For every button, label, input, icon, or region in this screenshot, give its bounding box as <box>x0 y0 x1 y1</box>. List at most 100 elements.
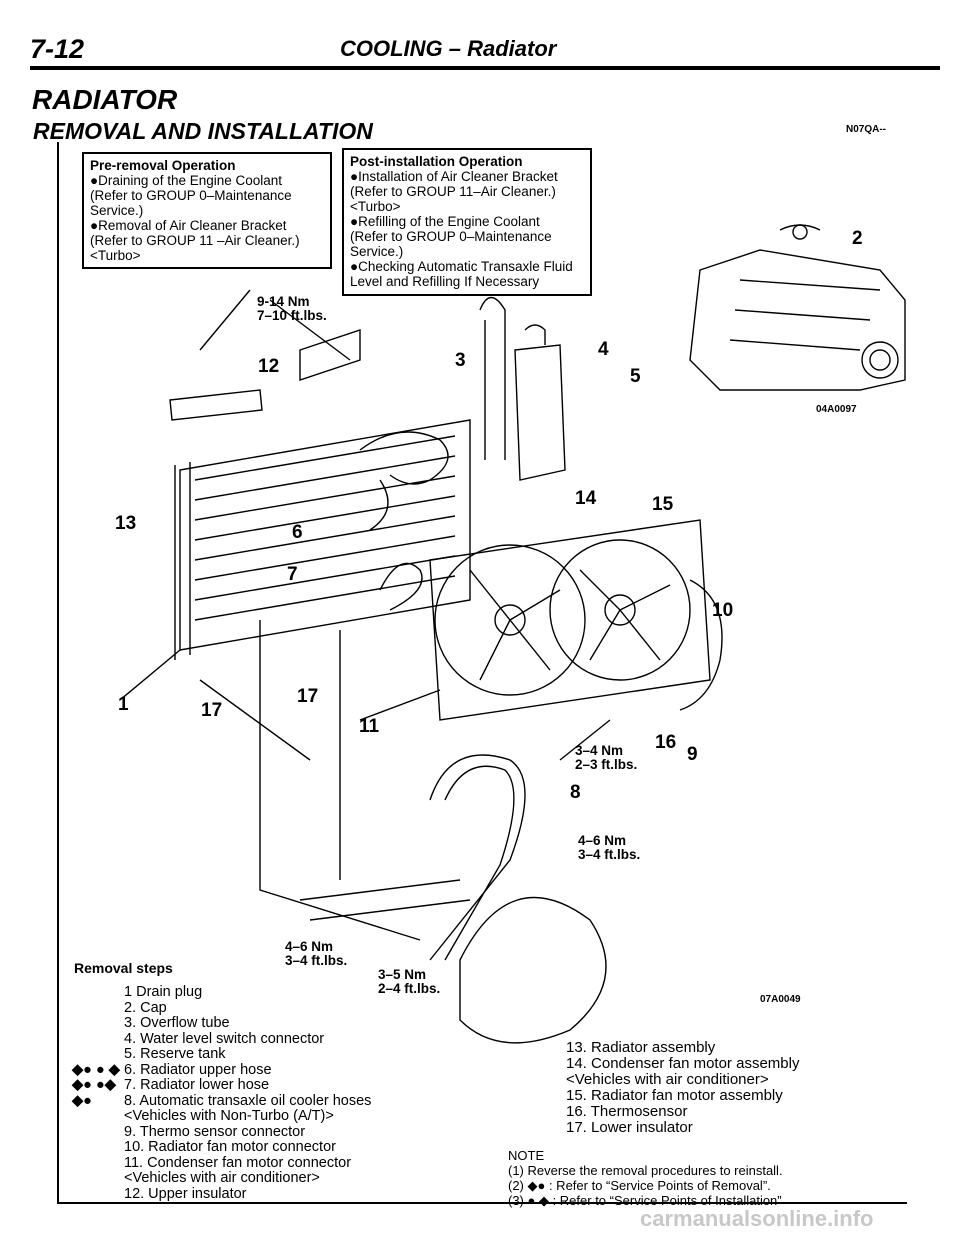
post-installation-line: Service.) <box>350 244 404 259</box>
note-line: (2) ◆● : Refer to “Service Points of Rem… <box>508 1178 771 1193</box>
list-item: 12. Upper insulator <box>72 1185 371 1203</box>
list-item: 9. Thermo sensor connector <box>72 1123 371 1141</box>
callout-label: 12 <box>258 356 280 377</box>
step-text: 7. Radiator lower hose <box>124 1077 270 1093</box>
callout-label: 9 <box>687 744 698 765</box>
callout-label: 14 <box>575 488 597 509</box>
note-line: (3) ● ◆ : Refer to “Service Points of In… <box>508 1193 782 1208</box>
list-item: 2. Cap <box>72 999 371 1017</box>
post-installation-line: (Refer to GROUP 0–Maintenance <box>350 229 552 244</box>
torque-label: 9-14 Nm 7–10 ft.lbs. <box>257 294 327 323</box>
step-text: 3. Overflow tube <box>124 1015 230 1031</box>
step-mark: ◆● ●◆ <box>72 1077 116 1093</box>
list-item: ◆● ● ◆6. Radiator upper hose <box>72 1061 371 1079</box>
removal-steps-title: Removal steps <box>74 960 173 976</box>
page-number: 7-12 <box>30 34 85 64</box>
step-mark <box>72 1016 124 1032</box>
pre-removal-line: (Refer to GROUP 11 –Air Cleaner.) <box>90 233 300 248</box>
step-text: 5. Reserve tank <box>124 1046 226 1062</box>
callout-label: 17 <box>297 686 319 707</box>
step-text: 6. Radiator upper hose <box>124 1061 272 1078</box>
list-item: 17. Lower insulator <box>566 1119 693 1136</box>
torque-label: 4–6 Nm 3–4 ft.lbs. <box>578 833 641 862</box>
list-item: <Vehicles with Non-Turbo (A/T)> <box>72 1108 371 1125</box>
step-mark: ◆● ● ◆ <box>72 1061 120 1078</box>
callout-label: 10 <box>712 600 734 621</box>
post-installation-line: ●Refilling of the Engine Coolant <box>350 214 540 229</box>
list-item: 13. Radiator assembly <box>566 1039 716 1056</box>
callout-label: 7 <box>287 564 298 585</box>
step-text: 12. Upper insulator <box>124 1185 247 1202</box>
step-mark <box>72 1047 124 1063</box>
list-item: 10. Radiator fan motor connector <box>72 1139 371 1156</box>
post-installation-title: Post-installation Operation <box>350 154 523 169</box>
callout-label: 11 <box>359 716 380 737</box>
note-title: NOTE <box>508 1148 545 1163</box>
step-text: <Vehicles with air conditioner> <box>124 1170 320 1186</box>
subsection-title: REMOVAL AND INSTALLATION <box>33 118 373 144</box>
note-line: (1) Reverse the removal procedures to re… <box>508 1163 783 1178</box>
step-text: 11. Condenser fan motor connector <box>124 1154 352 1171</box>
pre-removal-line: ●Removal of Air Cleaner Bracket <box>90 218 287 233</box>
step-mark <box>72 1140 124 1156</box>
list-item: <Vehicles with air conditioner> <box>72 1170 371 1187</box>
list-item: 3. Overflow tube <box>72 1015 371 1032</box>
torque-label: 4–6 Nm 3–4 ft.lbs. <box>285 939 348 968</box>
step-text: 9. Thermo sensor connector <box>124 1123 306 1140</box>
callout-label: 3 <box>455 350 466 371</box>
step-text: 1 Drain plug <box>124 984 203 1000</box>
callout-label: 2 <box>852 228 863 249</box>
callout-label: 17 <box>201 700 223 721</box>
list-item: 4. Water level switch connector <box>72 1031 371 1048</box>
callout-label: 4 <box>598 339 609 360</box>
torque-label: 3–5 Nm 2–4 ft.lbs. <box>378 967 441 996</box>
removal-steps-right-list: 13. Radiator assembly 14. Condenser fan … <box>566 1040 799 1136</box>
list-item: 11. Condenser fan motor connector <box>72 1154 371 1172</box>
callout-label: 6 <box>292 522 303 543</box>
step-mark <box>72 1032 124 1048</box>
list-item: 16. Thermosensor <box>566 1103 688 1120</box>
post-installation-line: Level and Refilling If Necessary <box>350 274 540 289</box>
page-title: COOLING – Radiator <box>340 36 557 61</box>
list-item: ◆● 8. Automatic transaxle oil cooler hose… <box>72 1092 372 1110</box>
step-mark <box>72 1125 124 1141</box>
post-installation-line: ●Installation of Air Cleaner Bracket <box>350 169 558 184</box>
section-code: N07QA-- <box>846 124 887 135</box>
pre-removal-box: Pre-removal Operation ●Draining of the E… <box>82 152 332 269</box>
figure-id: 04A0097 <box>816 404 857 415</box>
post-installation-line: (Refer to GROUP 11–Air Cleaner.) <box>350 184 556 199</box>
figure-id: 07A0049 <box>760 994 801 1005</box>
header-rule <box>30 66 940 70</box>
step-mark: ◆● <box>72 1092 92 1109</box>
step-mark <box>72 1156 124 1172</box>
list-item: 15. Radiator fan motor assembly <box>566 1087 783 1104</box>
callout-label: 16 <box>655 732 677 753</box>
callout-label: 13 <box>115 513 137 534</box>
step-mark <box>72 985 124 1001</box>
step-text: <Vehicles with Non-Turbo (A/T)> <box>124 1108 334 1124</box>
watermark: carmanualsonline.info <box>640 1206 874 1231</box>
step-mark <box>72 1109 124 1125</box>
step-text: 8. Automatic transaxle oil cooler hoses <box>124 1092 372 1109</box>
margin-rule <box>57 142 59 1202</box>
list-item: 14. Condenser fan motor assembly <box>566 1055 800 1072</box>
callout-label: 5 <box>630 366 641 387</box>
list-item: 5. Reserve tank <box>72 1046 371 1063</box>
footer-rule <box>57 1202 907 1204</box>
pre-removal-line: <Turbo> <box>90 248 141 263</box>
section-title: RADIATOR <box>32 84 178 115</box>
post-installation-line: ●Checking Automatic Transaxle Fluid <box>350 259 573 274</box>
step-text: 2. Cap <box>124 999 167 1016</box>
step-mark <box>72 1187 124 1203</box>
callout-label: 15 <box>652 494 674 515</box>
removal-steps-list: 1 Drain plug 2. Cap 3. Overflow tube 4. … <box>72 984 372 1203</box>
pre-removal-line: ●Draining of the Engine Coolant <box>90 173 283 188</box>
list-item: <Vehicles with air conditioner> <box>566 1071 769 1088</box>
list-item: ◆● ●◆ 7. Radiator lower hose <box>72 1077 371 1094</box>
pre-removal-line: Service.) <box>90 203 144 218</box>
step-mark <box>72 1171 124 1187</box>
pre-removal-title: Pre-removal Operation <box>90 158 236 173</box>
post-installation-line: <Turbo> <box>350 199 401 214</box>
torque-label: 3–4 Nm 2–3 ft.lbs. <box>575 743 638 772</box>
callout-label: 8 <box>570 782 581 803</box>
